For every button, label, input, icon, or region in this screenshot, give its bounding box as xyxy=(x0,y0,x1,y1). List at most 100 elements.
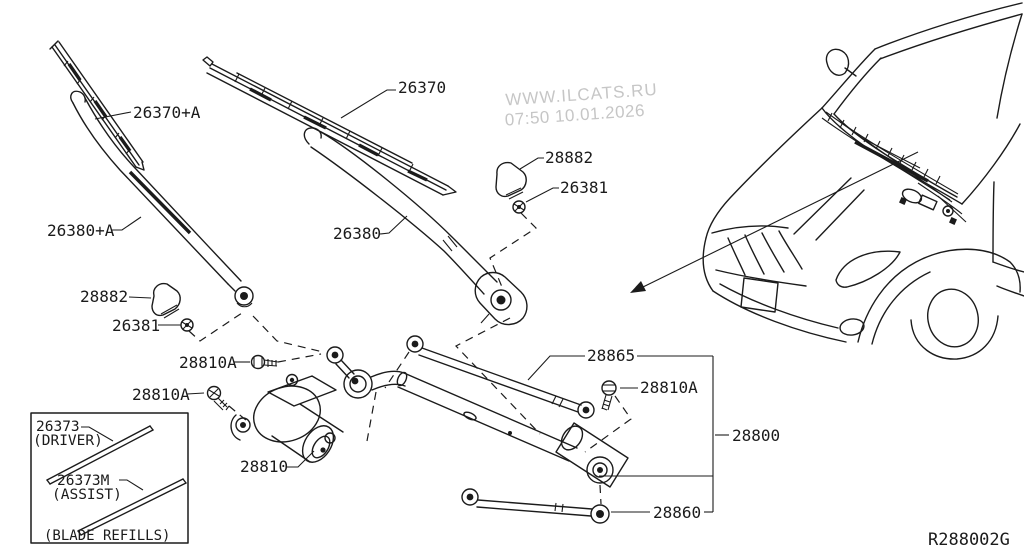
vehicle-drawing-part xyxy=(713,291,846,342)
bolt-left-lower-drawing-part xyxy=(223,403,227,407)
part-label-28810A-left-upper[interactable]: 28810A xyxy=(179,353,237,372)
part-label-28860[interactable]: 28860 xyxy=(653,503,701,522)
vehicle-drawing-part xyxy=(834,58,881,114)
callout-leader-lines-part xyxy=(341,90,396,118)
arm-driver-drawing-part xyxy=(443,240,452,251)
blade-assist-drawing-part xyxy=(59,42,143,162)
bolt-left-lower-drawing-part xyxy=(214,401,223,410)
cowl-wiper-detail-part xyxy=(855,142,928,181)
refill-driver-strip-part xyxy=(47,426,150,480)
blade-driver-drawing-part xyxy=(212,64,448,186)
pivot-cap-right-drawing xyxy=(496,163,526,199)
cowl-wiper-detail-part xyxy=(912,162,916,170)
linkage-frame-drawing-part xyxy=(593,463,607,477)
assembly-dashed-lines-part xyxy=(490,213,536,287)
part-label-26381-left[interactable]: 26381 xyxy=(112,316,160,335)
pivot-cap-left-drawing-part xyxy=(152,284,180,316)
fog-lamp xyxy=(839,317,865,336)
part-label-26381-right[interactable]: 26381 xyxy=(560,178,608,197)
blade-driver-drawing-part xyxy=(235,74,239,82)
bolt-left-lower-drawing-part xyxy=(220,400,224,404)
blade-driver-drawing-part xyxy=(443,186,456,195)
vehicle-drawing-part xyxy=(745,235,764,274)
arm-driver-drawing-part xyxy=(481,314,489,323)
vehicle-drawing-part xyxy=(706,108,822,238)
arm-assist-drawing-part xyxy=(71,91,85,103)
part-label-26373[interactable]: 26373 xyxy=(36,419,80,435)
pivot-cap-right-drawing-part xyxy=(496,163,526,197)
part-label-26380[interactable]: 26380 xyxy=(333,224,381,243)
part-callouts: 26370+A 26370 26380+A 26380 28882 26381 … xyxy=(47,78,780,522)
assembly-dashed-lines xyxy=(189,213,631,504)
blade-driver-drawing-part xyxy=(408,171,427,180)
blade-driver-drawing-part xyxy=(210,68,446,190)
cowl-wiper-detail xyxy=(822,112,966,225)
vehicle-drawing-part xyxy=(880,14,1022,59)
refill-driver-strip-part xyxy=(47,480,50,484)
part-label-26370A[interactable]: 26370+A xyxy=(133,103,201,122)
arm-assist-drawing-part xyxy=(240,292,248,300)
vehicle-drawing-part xyxy=(993,182,994,262)
link-rod-lower-drawing xyxy=(462,489,609,523)
part-label-28865[interactable]: 28865 xyxy=(587,346,635,365)
link-rod-lower-drawing-part xyxy=(555,503,556,511)
callout-leader-lines xyxy=(95,90,729,512)
blade-driver-drawing-part xyxy=(346,131,350,139)
wiper-motor-drawing-part xyxy=(246,377,328,451)
cowl-wiper-detail-part xyxy=(919,195,937,210)
blade-driver-drawing-part xyxy=(359,145,378,155)
part-label-28810[interactable]: 28810 xyxy=(240,457,288,476)
part-label-28810A-left-lower[interactable]: 28810A xyxy=(132,385,190,404)
cowl-wiper-detail-part xyxy=(900,155,904,163)
assembly-dashed-lines-part xyxy=(600,485,601,504)
link-rod-upper-drawing-part xyxy=(407,336,423,352)
wiper-motor-drawing-part xyxy=(287,375,298,386)
link-rod-lower-drawing-part xyxy=(462,489,478,505)
bolt-right-drawing-part xyxy=(602,395,606,409)
cowl-wiper-detail-part xyxy=(828,113,832,121)
wiper-motor-drawing-part xyxy=(300,404,343,432)
arm-assist-drawing-part xyxy=(85,98,241,281)
vehicle-drawing-part xyxy=(703,238,713,291)
part-label-28800[interactable]: 28800 xyxy=(732,426,780,445)
license-plate xyxy=(741,278,778,312)
wiper-motor-drawing-part xyxy=(231,415,240,440)
front-wheel xyxy=(911,316,998,359)
part-label-26370[interactable]: 26370 xyxy=(398,78,446,97)
headlight xyxy=(836,251,900,287)
vehicle-drawing-part xyxy=(816,190,864,240)
part-label-26380A[interactable]: 26380+A xyxy=(47,221,115,240)
part-label-26373M[interactable]: 26373M xyxy=(57,473,110,489)
cowl-wiper-detail-part xyxy=(840,122,952,202)
cowl-wiper-detail-part xyxy=(900,186,923,205)
linkage-frame-drawing-part xyxy=(350,376,366,392)
link-rod-lower-drawing-part xyxy=(477,507,591,516)
part-label-28810A-right[interactable]: 28810A xyxy=(640,378,698,397)
wiper-motor-drawing-part xyxy=(289,377,295,383)
linkage-frame-drawing-part xyxy=(556,423,628,487)
wiper-motor-drawing-part xyxy=(309,433,334,461)
bolt-left-upper-drawing-part xyxy=(264,365,277,366)
watermark: WWW.ILCATS.RU 07:50 10.01.2026 xyxy=(504,80,658,130)
blade-assist-drawing-part xyxy=(77,79,81,84)
part-label-28882-right[interactable]: 28882 xyxy=(545,148,593,167)
part-label-28882-left[interactable]: 28882 xyxy=(80,287,128,306)
vehicle-drawing-part xyxy=(845,68,856,76)
cowl-wiper-detail-part xyxy=(862,138,920,168)
linkage-frame-drawing-part xyxy=(331,351,339,359)
assembly-dashed-lines-part xyxy=(189,313,242,341)
blade-assist-drawing-part xyxy=(95,101,106,117)
assembly-dashed-lines-part xyxy=(253,316,323,352)
cowl-wiper-detail-part xyxy=(936,176,940,184)
bolt-right-drawing-part xyxy=(602,408,607,410)
vehicle-drawing-part xyxy=(997,14,1022,118)
cowl-wiper-detail-part xyxy=(888,148,892,156)
callout-leader-lines-part xyxy=(112,217,141,230)
bolt-right-drawing xyxy=(602,381,616,410)
bolt-left-lower-drawing-part xyxy=(210,389,218,397)
arm-driver-drawing xyxy=(304,128,527,325)
callout-leader-lines-part xyxy=(95,112,131,119)
link-rod-upper-drawing-part xyxy=(552,396,556,404)
blade-assist-drawing-part xyxy=(50,41,58,49)
